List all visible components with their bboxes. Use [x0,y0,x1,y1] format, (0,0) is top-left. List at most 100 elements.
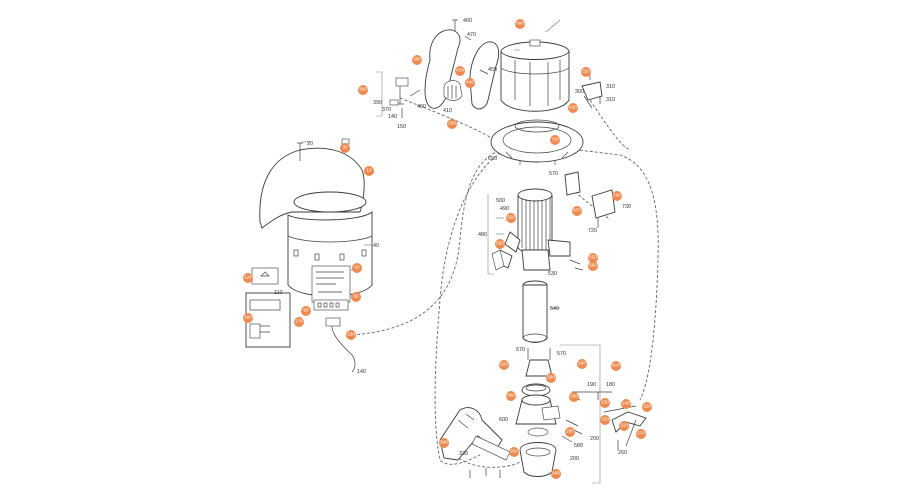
badge-130: 130 [346,330,356,340]
callout-330: 330 [459,451,468,457]
badge-660: 660 [506,391,516,401]
badge-440: 440 [465,78,475,88]
badge-240: 240 [621,399,631,409]
svg-text:10: 10 [366,168,372,174]
svg-text:60: 60 [354,265,360,271]
badge-290: 290 [569,392,579,402]
callout-260: 260 [618,450,627,456]
svg-text:250: 250 [601,417,609,423]
bolt-20 [297,142,303,161]
badge-360: 360 [358,85,368,95]
svg-text:510: 510 [507,215,515,221]
svg-text:170: 170 [295,319,303,325]
svg-text:160: 160 [244,315,252,321]
callout-180: 180 [606,382,615,388]
svg-text:700: 700 [613,193,621,199]
base-ring-plate [490,119,584,165]
badge-610: 610 [611,361,621,371]
badge-250: 250 [600,415,610,425]
side-fittings [564,171,616,271]
badge-620: 620 [499,360,509,370]
callout-460: 460 [463,18,472,24]
badge-650: 650 [509,447,519,457]
housing-top-rim [293,191,367,213]
board-connector-strip [313,299,349,311]
badge-160: 160 [243,313,253,323]
badge-340: 340 [439,438,449,448]
badge-220: 220 [642,402,652,412]
cover-panel [245,267,291,348]
callout-310-upper: 310 [606,84,615,90]
callout-570-right: 570 [557,351,566,357]
badge-640: 640 [551,469,561,479]
svg-text:80: 80 [353,294,359,300]
badge-560: 560 [588,261,598,271]
svg-text:420: 420 [569,105,577,111]
svg-text:90: 90 [303,308,309,314]
badge-350: 350 [447,119,457,129]
svg-text:680: 680 [516,21,524,27]
housing-hood [259,147,365,229]
badge-550: 550 [588,253,598,263]
callout-40: 40 [373,243,379,249]
callout-570-left: 570 [516,347,525,353]
filter-manifold [487,194,571,275]
svg-text:630: 630 [578,361,586,367]
plain-callouts: 20 40 110 140 140 150 180 190 200 200 26… [274,18,631,462]
callout-480: 480 [478,232,487,238]
badge-230: 230 [600,398,610,408]
callout-690: 690 [488,156,497,162]
filter-cartridge [517,188,553,255]
callout-390: 390 [373,100,382,106]
main-housing-assembly [259,138,373,311]
callout-110: 110 [274,290,283,296]
svg-text:520: 520 [496,241,504,247]
callout-570-top: 570 [549,171,558,177]
badge-380: 380 [412,55,422,65]
svg-text:340: 340 [440,440,448,446]
valve-assembly [515,344,601,484]
callout-410: 410 [443,108,452,114]
svg-text:670: 670 [573,208,581,214]
callout-140-left: 140 [357,369,366,375]
callout-500: 500 [496,198,505,204]
callout-450: 450 [488,67,497,73]
svg-text:130: 130 [347,332,355,338]
svg-text:440: 440 [466,80,474,86]
callout-470: 470 [467,32,476,38]
callout-300: 300 [575,89,584,95]
callout-200-lower: 200 [570,456,579,462]
badge-90: 90 [301,306,311,316]
badge-420: 420 [568,103,578,113]
svg-text:270: 270 [637,431,645,437]
svg-text:550: 550 [589,255,597,261]
badge-callouts: 10 30 60 80 90 120 130 160 170 210 220 2… [243,19,652,479]
badge-320: 320 [581,67,591,77]
badge-30: 30 [340,143,350,153]
svg-text:650: 650 [510,449,518,455]
badge-520: 520 [495,239,505,249]
badge-210: 210 [619,421,629,431]
hardware-top-left [376,19,489,118]
svg-text:560: 560 [589,263,597,269]
callout-490: 490 [500,206,509,212]
svg-text:430: 430 [456,68,464,74]
svg-text:590: 590 [547,375,555,381]
svg-text:360: 360 [359,87,367,93]
callout-150: 150 [397,124,406,130]
badge-430: 430 [455,66,465,76]
callout-200-upper: 200 [590,436,599,442]
badge-60: 60 [352,263,362,273]
callout-730: 730 [622,204,631,210]
callout-190: 190 [587,382,596,388]
badge-630: 630 [577,359,587,369]
tube-540 [522,280,548,343]
svg-text:290: 290 [570,394,578,400]
badge-710: 710 [550,135,560,145]
power-cable [325,317,356,373]
svg-text:380: 380 [413,57,421,63]
callout-540: 540 [550,306,559,312]
svg-text:230: 230 [601,400,609,406]
svg-text:280: 280 [566,429,574,435]
